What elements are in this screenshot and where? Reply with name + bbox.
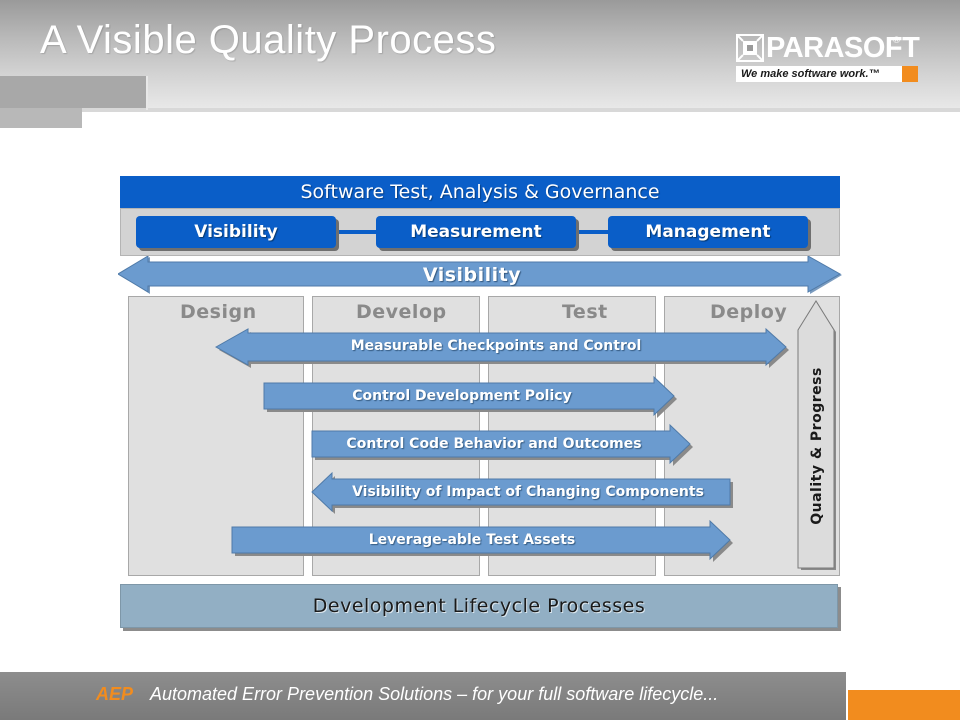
- quality-progress-label: Quality & Progress: [809, 367, 825, 525]
- header-step-decoration: [0, 76, 148, 108]
- phase-label-deploy: Deploy: [710, 301, 788, 323]
- visibility-double-arrow: [118, 256, 842, 294]
- header-line-decoration: [146, 76, 148, 110]
- visibility-arrow-label: Visibility: [422, 264, 522, 286]
- header-divider: [82, 108, 960, 112]
- pillar-connector: [570, 230, 614, 234]
- parasoft-logo-mark-icon: [736, 34, 764, 62]
- arrow-label: Control Development Policy: [352, 388, 572, 404]
- logo-name: PARASOFT: [766, 32, 920, 64]
- footer-tagline: Automated Error Prevention Solutions – f…: [150, 684, 719, 704]
- arrow-control-development-policy: [263, 375, 677, 418]
- arrow-label: Control Code Behavior and Outcomes: [346, 436, 642, 452]
- arrow-label: Visibility of Impact of Changing Compone…: [352, 484, 704, 500]
- page-title: A Visible Quality Process: [40, 18, 497, 62]
- phase-label-develop: Develop: [356, 301, 447, 323]
- governance-title-bar: Software Test, Analysis & Governance: [120, 176, 840, 208]
- pillar-measurement: Measurement: [376, 216, 576, 248]
- arrow-control-code-behavior: [311, 423, 693, 466]
- phase-label-design: Design: [180, 301, 257, 323]
- arrow-visibility-of-impact: [311, 471, 733, 514]
- quality-progress-up-arrow: [797, 300, 836, 570]
- pillar-visibility: Visibility: [136, 216, 336, 248]
- header-step-decoration-lower: [0, 108, 82, 128]
- arrow-leverage-able-test-assets: [231, 519, 733, 562]
- arrow-label: Leverage-able Test Assets: [368, 532, 576, 548]
- footer-band: [0, 672, 846, 720]
- logo-accent-block: [902, 66, 918, 82]
- footer-accent-block: [848, 690, 960, 720]
- parasoft-logo: PARASOFT ® We make software work.™: [736, 32, 920, 84]
- logo-registered-mark: ®: [892, 36, 901, 46]
- arrow-measurable-checkpoints: [214, 327, 789, 368]
- slide-footer: AEP Automated Error Prevention Solutions…: [0, 672, 960, 720]
- lifecycle-processes-bar: Development Lifecycle Processes: [120, 584, 838, 628]
- logo-tagline: We make software work.™: [736, 66, 902, 82]
- pillar-connector: [330, 230, 382, 234]
- pillar-management: Management: [608, 216, 808, 248]
- footer-aep: AEP: [96, 684, 134, 704]
- arrow-label: Measurable Checkpoints and Control: [350, 338, 642, 354]
- header-band: [0, 0, 960, 108]
- phase-label-test: Test: [562, 301, 608, 323]
- slide-header: A Visible Quality Process PARASOFT ® We …: [0, 0, 960, 130]
